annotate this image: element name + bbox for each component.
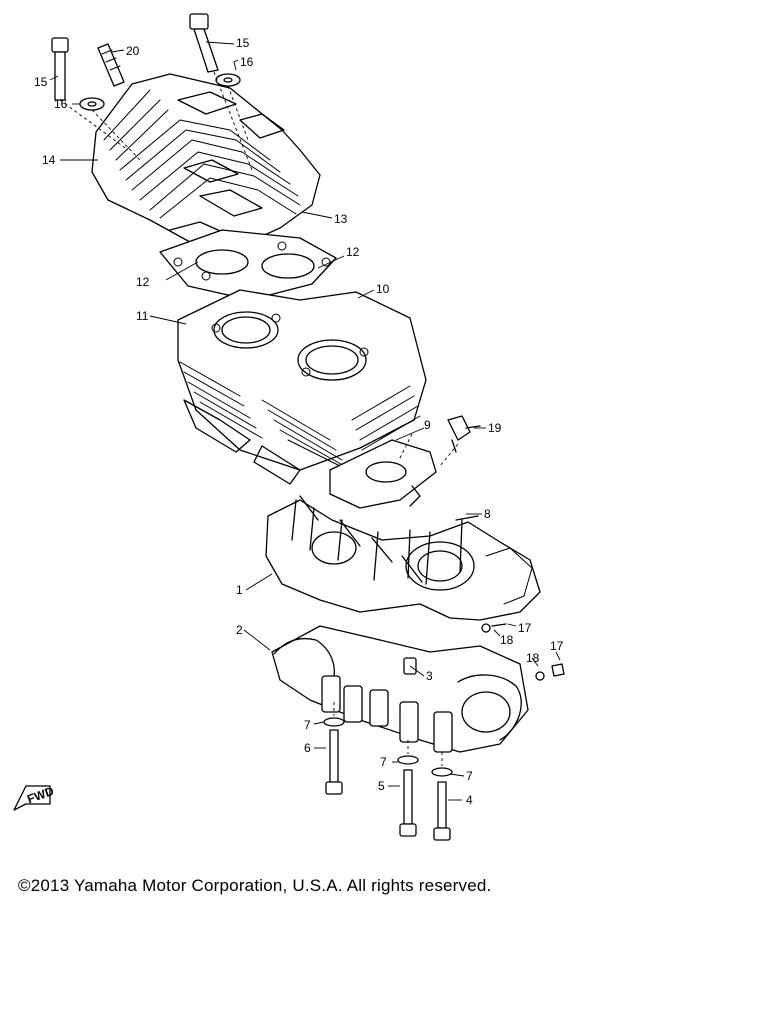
callout-16-left: 16 bbox=[54, 97, 68, 111]
callout-19: 19 bbox=[488, 421, 502, 435]
callout-4: 4 bbox=[466, 793, 473, 807]
callout-9: 9 bbox=[424, 418, 431, 432]
callout-6: 6 bbox=[304, 741, 311, 755]
part-9-base-gasket bbox=[329, 439, 437, 509]
part-8-studs bbox=[299, 495, 479, 583]
callout-17-lower: 17 bbox=[550, 639, 564, 653]
assembly-lines bbox=[59, 71, 459, 766]
part-12-head-gasket bbox=[159, 229, 337, 301]
part-2-lower-crankcase bbox=[271, 625, 529, 753]
part-10-11-cylinders bbox=[177, 289, 427, 485]
part-4-bolt bbox=[431, 767, 453, 841]
callout-18-lower: 18 bbox=[526, 651, 540, 665]
callout-5: 5 bbox=[378, 779, 385, 793]
part-13-14-cylinder-head bbox=[91, 73, 321, 247]
callout-12-right: 12 bbox=[346, 245, 360, 259]
part-6-bolt bbox=[323, 717, 345, 795]
callout-7-right: 7 bbox=[466, 769, 473, 783]
callout-17-upper: 17 bbox=[518, 621, 532, 635]
callout-14: 14 bbox=[42, 153, 56, 167]
callout-10: 10 bbox=[376, 282, 390, 296]
callout-7-middle: 7 bbox=[380, 755, 387, 769]
part-16-washer-left bbox=[79, 97, 105, 111]
callout-1: 1 bbox=[236, 583, 243, 597]
part-15-head-bolt-left bbox=[51, 37, 69, 101]
part-16-washer-right bbox=[215, 73, 241, 87]
part-20-spark-plug bbox=[97, 43, 125, 87]
part-17-18-small-parts bbox=[481, 623, 565, 681]
exploded-engine-diagram: FWD 20 15 16 15 16 14 13 12 12 10 11 9 1… bbox=[13, 13, 565, 841]
part-5-bolt bbox=[397, 755, 419, 837]
part-15-head-bolt-right bbox=[189, 13, 219, 73]
callout-3: 3 bbox=[426, 669, 433, 683]
callout-16-right: 16 bbox=[240, 55, 254, 69]
callout-15-left: 15 bbox=[34, 75, 48, 89]
callout-18-upper: 18 bbox=[500, 633, 514, 647]
part-1-upper-crankcase bbox=[265, 499, 541, 621]
part-19-fitting bbox=[447, 415, 481, 453]
copyright-notice: ©2013 Yamaha Motor Corporation, U.S.A. A… bbox=[18, 876, 492, 895]
callout-20: 20 bbox=[126, 44, 140, 58]
callout-13: 13 bbox=[334, 212, 348, 226]
callout-2: 2 bbox=[236, 623, 243, 637]
callout-12-left: 12 bbox=[136, 275, 150, 289]
leader-lines bbox=[49, 41, 561, 801]
callout-15-right: 15 bbox=[236, 36, 250, 50]
callout-8: 8 bbox=[484, 507, 491, 521]
callout-11: 11 bbox=[136, 309, 149, 323]
fwd-arrow-icon: FWD bbox=[13, 784, 56, 811]
callout-7-left: 7 bbox=[304, 718, 311, 732]
